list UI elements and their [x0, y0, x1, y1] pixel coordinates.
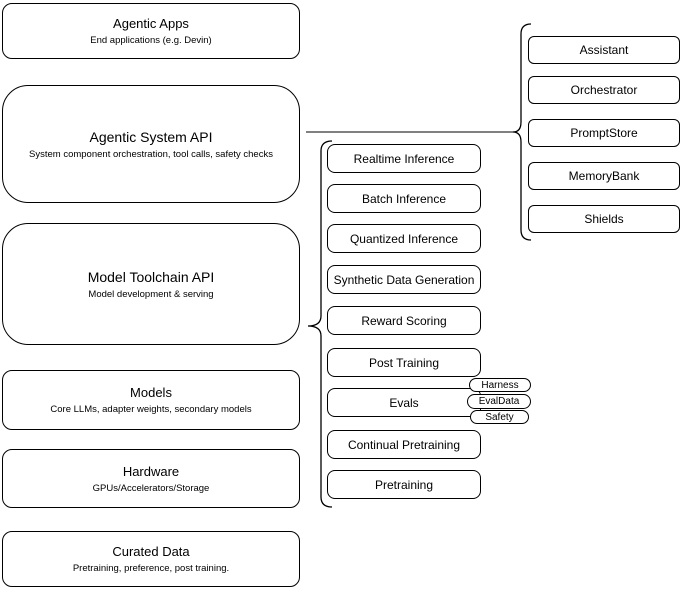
box-realtime-inference: Realtime Inference	[327, 144, 481, 173]
box-agentic-system-api-title: Agentic System API	[89, 128, 213, 145]
box-continual-pretraining: Continual Pretraining	[327, 430, 481, 459]
box-models: Models Core LLMs, adapter weights, secon…	[2, 370, 300, 430]
box-quantized-inference: Quantized Inference	[327, 224, 481, 253]
box-agentic-system-api-subtitle: System component orchestration, tool cal…	[29, 148, 273, 160]
box-shields: Shields	[528, 205, 680, 233]
pill-safety: Safety	[470, 410, 529, 424]
box-models-title: Models	[130, 385, 172, 400]
box-hardware-title: Hardware	[122, 463, 180, 479]
pill-harness: Harness	[469, 378, 531, 392]
box-agentic-apps: Agentic Apps End applications (e.g. Devi…	[2, 3, 300, 59]
box-reward-scoring: Reward Scoring	[327, 306, 481, 335]
box-curated-data-title: Curated Data	[112, 544, 190, 559]
box-batch-inference: Batch Inference	[327, 184, 481, 213]
box-synthetic-data-generation: Synthetic Data Generation	[327, 265, 481, 294]
box-model-toolchain-api: Model Toolchain API Model development & …	[2, 223, 300, 345]
box-curated-data-subtitle: Pretraining, preference, post training.	[72, 563, 230, 574]
box-orchestrator: Orchestrator	[528, 76, 680, 104]
box-assistant: Assistant	[528, 36, 680, 64]
box-pretraining: Pretraining	[327, 470, 481, 499]
box-model-toolchain-api-subtitle: Model development & serving	[88, 288, 214, 300]
pill-evaldata: EvalData	[467, 394, 531, 409]
box-model-toolchain-api-title: Model Toolchain API	[87, 268, 215, 285]
box-curated-data: Curated Data Pretraining, preference, po…	[2, 531, 300, 587]
box-post-training: Post Training	[327, 348, 481, 377]
box-promptstore: PromptStore	[528, 119, 680, 147]
box-agentic-apps-title: Agentic Apps	[113, 16, 189, 31]
box-agentic-apps-subtitle: End applications (e.g. Devin)	[90, 35, 212, 46]
box-agentic-system-api: Agentic System API System component orch…	[2, 85, 300, 203]
box-hardware-subtitle: GPUs/Accelerators/Storage	[92, 482, 210, 494]
box-memorybank: MemoryBank	[528, 162, 680, 190]
box-models-subtitle: Core LLMs, adapter weights, secondary mo…	[50, 404, 252, 415]
box-hardware: Hardware GPUs/Accelerators/Storage	[2, 449, 300, 508]
box-evals: Evals	[327, 388, 481, 417]
